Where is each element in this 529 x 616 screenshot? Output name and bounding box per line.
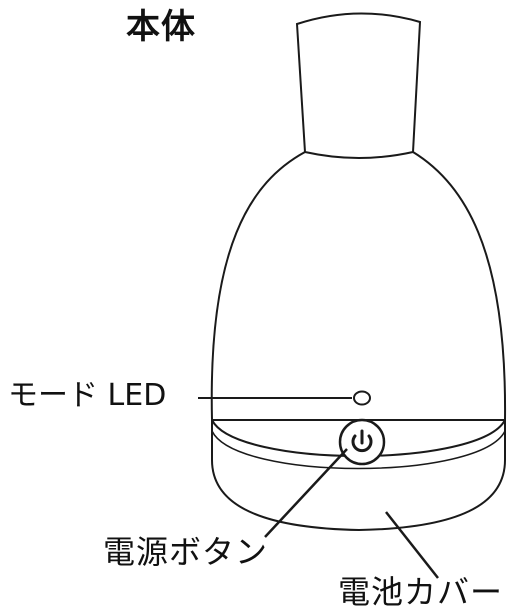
- battery-cover-leader-line: [385, 511, 439, 579]
- device-body: [210, 151, 507, 421]
- mode-led-label: モード LED: [8, 378, 167, 413]
- power-button[interactable]: [338, 418, 386, 466]
- device-base-band-inner: [211, 430, 506, 470]
- device-base: [211, 420, 506, 532]
- power-button-label: 電源ボタン: [103, 533, 269, 571]
- diagram-title: 本体: [126, 7, 196, 47]
- battery-cover-label: 電池カバー: [338, 573, 504, 611]
- power-icon: [351, 429, 373, 453]
- device-neck: [295, 12, 422, 159]
- power-button-leader-line: [264, 448, 348, 538]
- mode-led[interactable]: [353, 390, 371, 406]
